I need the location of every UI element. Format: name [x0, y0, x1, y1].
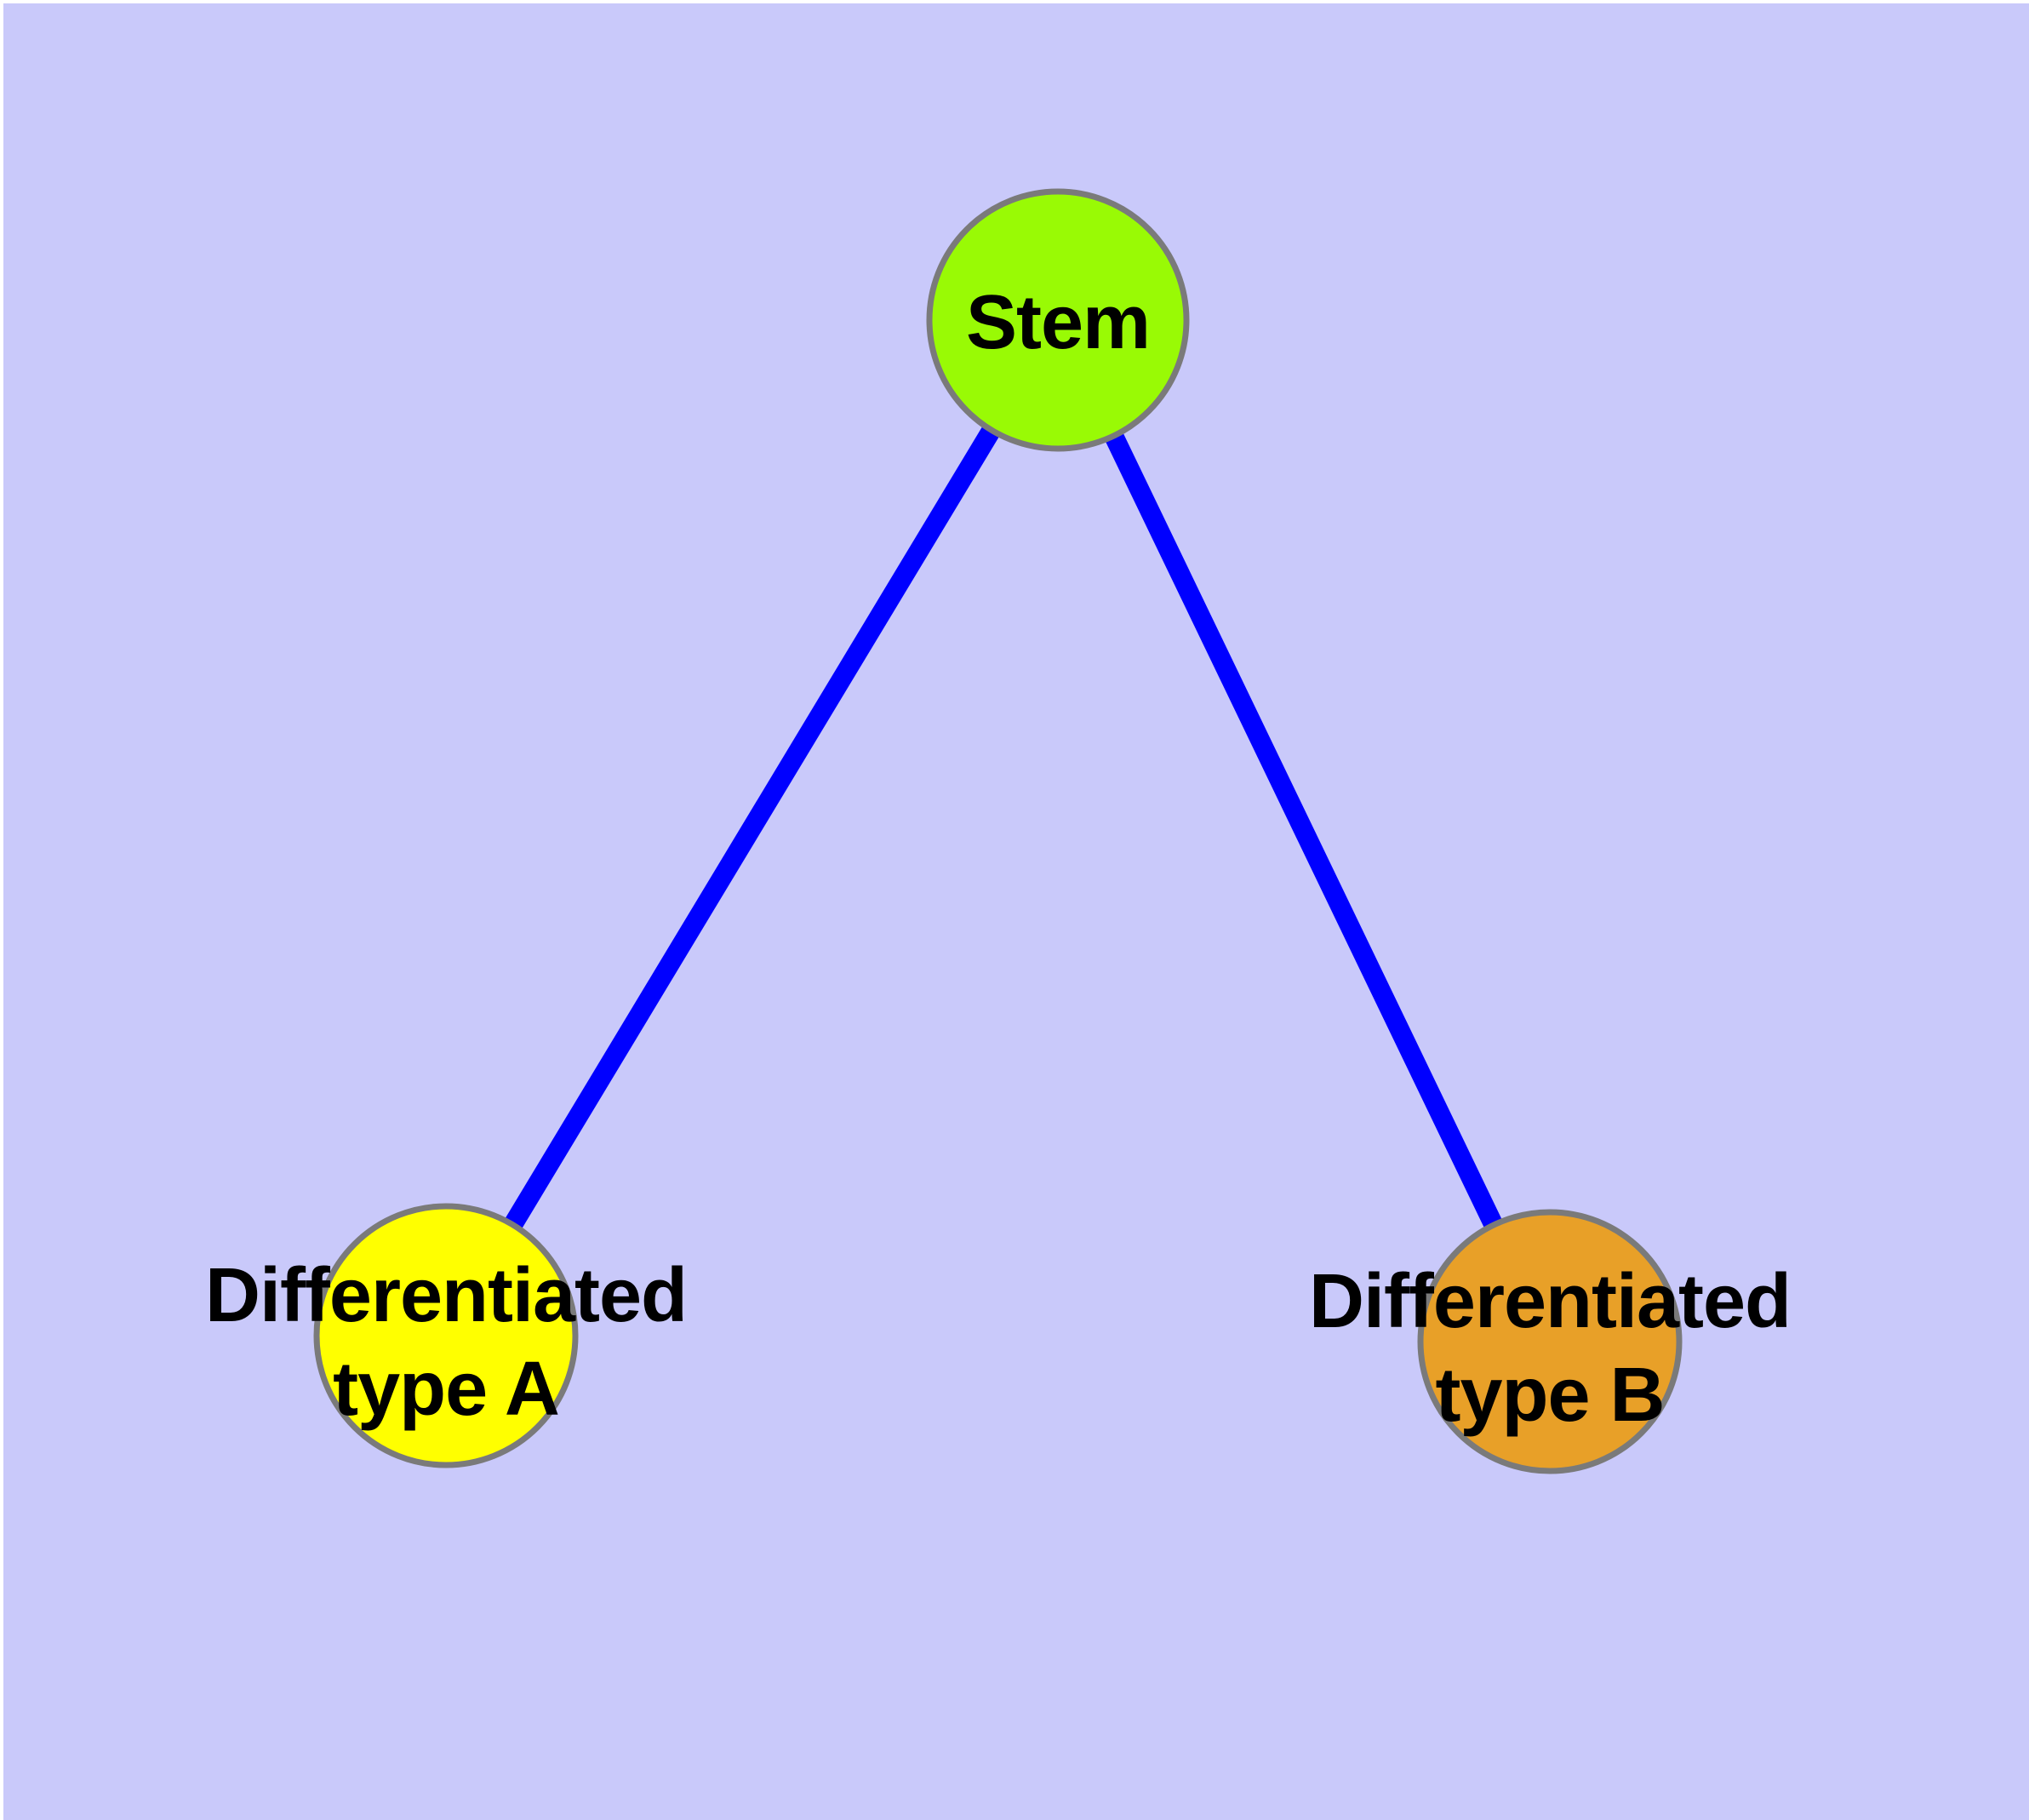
diagram-canvas: Stem Differentiated type A Differentiate… [3, 3, 2029, 1820]
node-circle-type-b [1417, 1209, 1683, 1474]
node-circle-stem [926, 188, 1190, 452]
edge-stem-type-b [1049, 316, 1559, 1346]
node-circle-type-a [313, 1203, 579, 1468]
edge-stem-type-a [437, 315, 1066, 1341]
graph-svg [313, 188, 1683, 1474]
